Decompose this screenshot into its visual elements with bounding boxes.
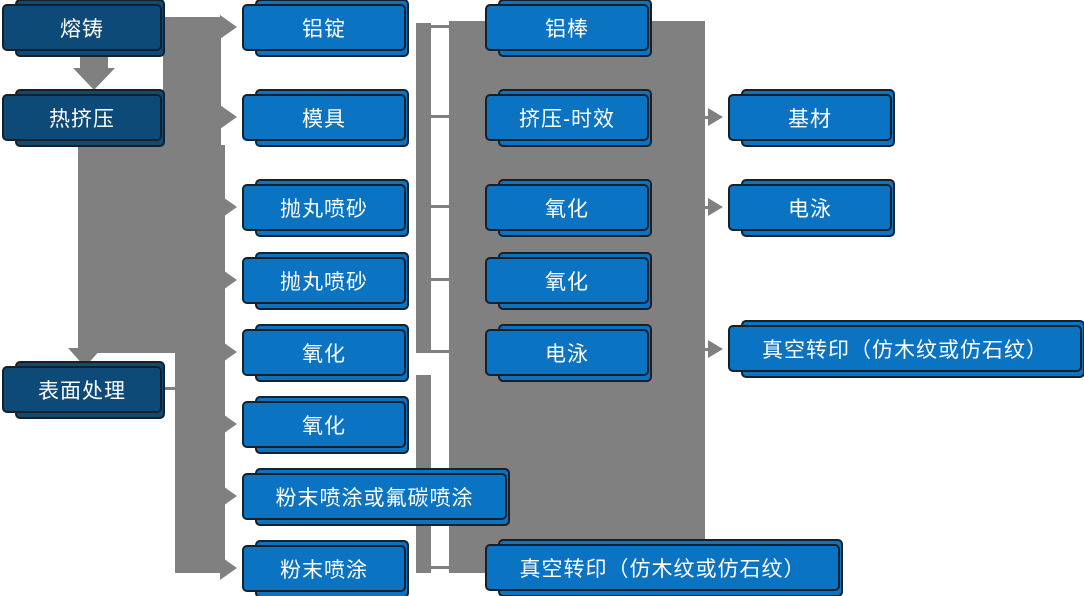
node-extrusion-aging: 挤压-时效 xyxy=(485,89,652,147)
node-label: 氧化 xyxy=(302,342,346,366)
node-aluminum-ingot: 铝锭 xyxy=(242,0,409,57)
node-melt-casting: 熔铸 xyxy=(2,0,165,57)
arrow-right-icon xyxy=(220,556,237,580)
node-face: 模具 xyxy=(242,94,406,141)
node-face: 真空转印（仿木纹或仿石纹） xyxy=(728,325,1082,372)
arrow-right-icon xyxy=(708,108,723,126)
node-face: 抛丸喷砂 xyxy=(242,184,406,231)
connector-line xyxy=(700,206,710,209)
connector-band-left-upper xyxy=(163,17,221,145)
connector-line xyxy=(431,350,449,353)
node-label: 抛丸喷砂 xyxy=(280,270,368,294)
node-face: 铝锭 xyxy=(242,4,406,51)
arrow-right-icon xyxy=(220,15,237,39)
node-oxidation-1: 氧化 xyxy=(242,324,409,382)
node-shot-blast-sandblast-2: 抛丸喷砂 xyxy=(242,252,409,310)
connector-band-left-lower xyxy=(175,353,225,573)
node-face: 铝棒 xyxy=(485,4,649,51)
arrow-right-icon xyxy=(708,340,723,358)
node-label: 挤压-时效 xyxy=(519,107,615,131)
connector-line xyxy=(431,278,449,281)
node-label: 氧化 xyxy=(302,414,346,438)
node-label: 模具 xyxy=(302,107,346,131)
node-face: 氧化 xyxy=(485,257,649,304)
node-mold: 模具 xyxy=(242,89,409,147)
node-face: 热挤压 xyxy=(2,94,162,141)
arrow-right-icon xyxy=(220,340,237,364)
connector-line xyxy=(700,116,710,119)
arrow-right-icon xyxy=(220,412,237,436)
node-powder-spray: 粉末喷涂 xyxy=(242,540,409,596)
node-face: 氧化 xyxy=(242,401,406,448)
node-label: 电泳 xyxy=(545,342,589,366)
node-oxidation-4: 氧化 xyxy=(485,252,652,310)
node-face: 氧化 xyxy=(485,184,649,231)
node-vacuum-transfer-print-bottom: 真空转印（仿木纹或仿石纹） xyxy=(485,539,843,596)
node-oxidation-3: 氧化 xyxy=(485,179,652,237)
connector-line xyxy=(431,25,449,28)
node-substrate: 基材 xyxy=(728,89,895,147)
connector-line xyxy=(431,115,449,118)
node-face: 粉末喷涂或氟碳喷涂 xyxy=(242,473,507,520)
node-face: 表面处理 xyxy=(2,366,162,413)
connector-line-surface-treatment xyxy=(162,387,176,390)
arrow-right-icon xyxy=(220,484,237,508)
node-face: 熔铸 xyxy=(2,4,162,51)
node-face: 粉末喷涂 xyxy=(242,545,406,592)
node-face: 基材 xyxy=(728,94,892,141)
node-hot-extrusion: 热挤压 xyxy=(2,89,165,147)
node-label: 铝锭 xyxy=(302,17,346,41)
connector-line xyxy=(431,566,449,569)
node-label: 电泳 xyxy=(788,197,832,221)
node-surface-treatment: 表面处理 xyxy=(2,361,165,419)
node-label: 真空转印（仿木纹或仿石纹） xyxy=(519,557,806,581)
node-electrophoresis-2: 电泳 xyxy=(728,179,895,237)
node-label: 热挤压 xyxy=(49,107,115,131)
connector-band-mid-upper xyxy=(416,23,431,353)
node-electrophoresis-1: 电泳 xyxy=(485,324,652,382)
connector-line xyxy=(431,205,449,208)
node-label: 表面处理 xyxy=(38,379,126,403)
node-face: 电泳 xyxy=(485,329,649,376)
arrow-right-icon xyxy=(220,195,237,219)
arrow-right-icon xyxy=(220,268,237,292)
node-oxidation-2: 氧化 xyxy=(242,396,409,454)
node-label: 真空转印（仿木纹或仿石纹） xyxy=(762,338,1048,362)
arrow-down-icon xyxy=(73,68,115,90)
node-label: 铝棒 xyxy=(545,17,589,41)
node-shot-blast-sandblast-1: 抛丸喷砂 xyxy=(242,179,409,237)
node-aluminum-rod: 铝棒 xyxy=(485,0,652,57)
connector-line xyxy=(700,348,710,351)
node-label: 熔铸 xyxy=(60,17,104,41)
node-label: 粉末喷涂或氟碳喷涂 xyxy=(275,486,474,510)
node-face: 电泳 xyxy=(728,184,892,231)
node-face: 抛丸喷砂 xyxy=(242,257,406,304)
node-label: 粉末喷涂 xyxy=(280,558,368,582)
node-face: 真空转印（仿木纹或仿石纹） xyxy=(485,544,840,591)
node-powder-or-fluorocarbon-spray: 粉末喷涂或氟碳喷涂 xyxy=(242,468,510,526)
node-label: 基材 xyxy=(788,107,832,131)
node-vacuum-transfer-print-right: 真空转印（仿木纹或仿石纹） xyxy=(728,320,1084,378)
connector-block-left xyxy=(78,145,225,353)
node-label: 氧化 xyxy=(545,270,589,294)
node-label: 氧化 xyxy=(545,197,589,221)
node-face: 氧化 xyxy=(242,329,406,376)
node-face: 挤压-时效 xyxy=(485,94,649,141)
arrow-right-icon xyxy=(220,105,237,129)
node-label: 抛丸喷砂 xyxy=(280,197,368,221)
arrow-right-icon xyxy=(708,198,723,216)
